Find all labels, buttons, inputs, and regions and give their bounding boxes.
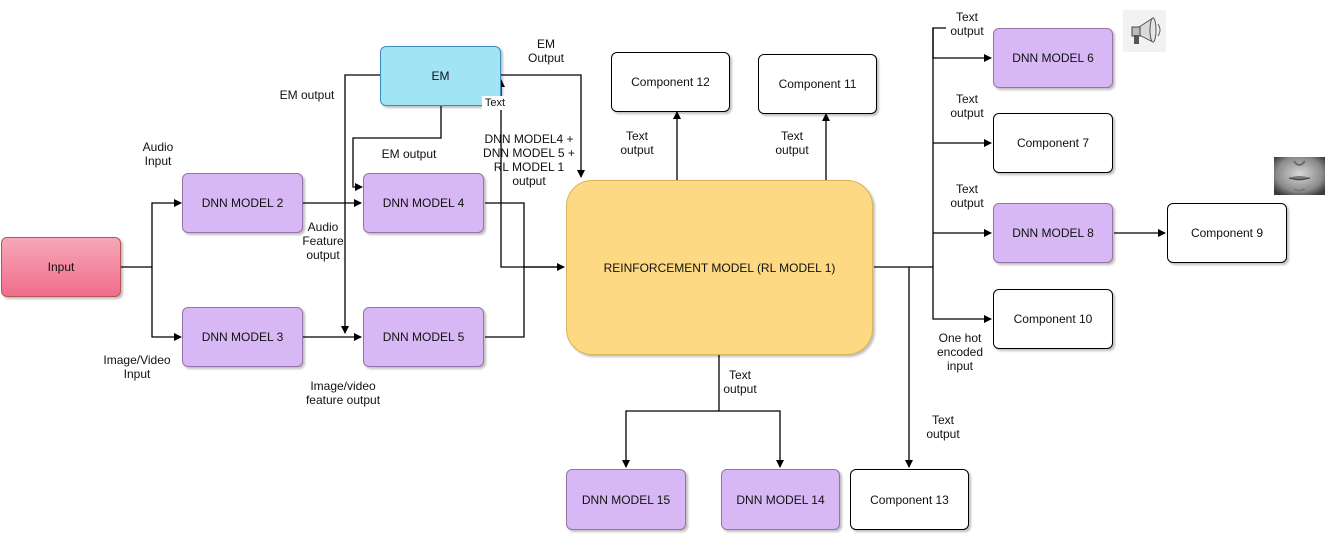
- audio-feature-output-label: Audio Feature output: [302, 220, 344, 262]
- dnn-model-4-label: DNN MODEL 4: [382, 196, 465, 210]
- image-video-input-label: Image/Video Input: [103, 353, 171, 381]
- dnn-model-14-node: DNN MODEL 14: [721, 469, 840, 530]
- text-output-c7-label: Text output: [950, 92, 984, 120]
- component-9-node: Component 9: [1167, 203, 1287, 263]
- image-video-feature-output-label: Image/video feature output: [305, 379, 381, 407]
- dnn-model-8-label: DNN MODEL 8: [1012, 226, 1094, 240]
- text-output-c11-label: Text output: [775, 129, 809, 157]
- component-10-label: Component 10: [1013, 312, 1093, 326]
- text-output-dnn6-label: Text output: [950, 10, 984, 38]
- dnn-model-6-node: DNN MODEL 6: [993, 28, 1113, 88]
- dnn-model-5-node: DNN MODEL 5: [363, 307, 484, 367]
- input-node-label: Input: [47, 260, 75, 274]
- megaphone-icon: [1123, 10, 1166, 52]
- em-node: EM: [380, 46, 501, 106]
- em-output-top-label: EM Output: [527, 37, 565, 65]
- component-11-node: Component 11: [758, 54, 877, 114]
- audio-input-label: Audio Input: [142, 140, 174, 168]
- component-9-label: Component 9: [1190, 226, 1264, 240]
- em-output-mid-label: EM output: [381, 147, 437, 161]
- text-output-dnn8-label: Text output: [950, 182, 984, 210]
- dnn-model-3-node: DNN MODEL 3: [182, 307, 303, 367]
- text-small-label: Text: [482, 96, 508, 110]
- component-11-label: Component 11: [778, 77, 857, 91]
- dnn-model-15-node: DNN MODEL 15: [566, 469, 686, 530]
- em-output-left-label: EM output: [279, 88, 335, 102]
- reinforcement-model-label: REINFORCEMENT MODEL (RL MODEL 1): [603, 260, 836, 275]
- reinforcement-model-node: REINFORCEMENT MODEL (RL MODEL 1): [566, 180, 873, 355]
- input-node: Input: [1, 237, 121, 297]
- component-12-label: Component 12: [631, 75, 710, 89]
- dnn-model-8-node: DNN MODEL 8: [993, 203, 1113, 263]
- em-node-label: EM: [431, 69, 450, 83]
- component-7-node: Component 7: [993, 113, 1113, 173]
- component-7-label: Component 7: [1016, 136, 1090, 150]
- text-output-c13-label: Text output: [926, 413, 960, 441]
- text-output-c12-label: Text output: [620, 129, 654, 157]
- face-icon: [1274, 157, 1325, 195]
- dnn-model-14-label: DNN MODEL 14: [736, 492, 825, 507]
- dnn-model-2-node: DNN MODEL 2: [182, 173, 303, 233]
- component-12-node: Component 12: [611, 52, 730, 112]
- one-hot-encoded-input-label: One hot encoded input: [936, 331, 984, 373]
- component-13-label: Component 13: [870, 492, 949, 507]
- dnn-model-2-label: DNN MODEL 2: [201, 196, 284, 210]
- dnn-model-4-node: DNN MODEL 4: [363, 173, 484, 233]
- component-10-node: Component 10: [993, 289, 1113, 349]
- dnn-model-5-label: DNN MODEL 5: [382, 330, 465, 344]
- dnn-model-3-label: DNN MODEL 3: [201, 330, 284, 344]
- text-output-bottom-label: Text output: [723, 368, 757, 396]
- dnn-model-15-label: DNN MODEL 15: [581, 492, 671, 507]
- component-13-node: Component 13: [850, 469, 969, 530]
- dnn-model-6-label: DNN MODEL 6: [1012, 51, 1094, 65]
- dnn-combo-output-label: DNN MODEL4 + DNN MODEL 5 + RL MODEL 1 ou…: [483, 132, 575, 188]
